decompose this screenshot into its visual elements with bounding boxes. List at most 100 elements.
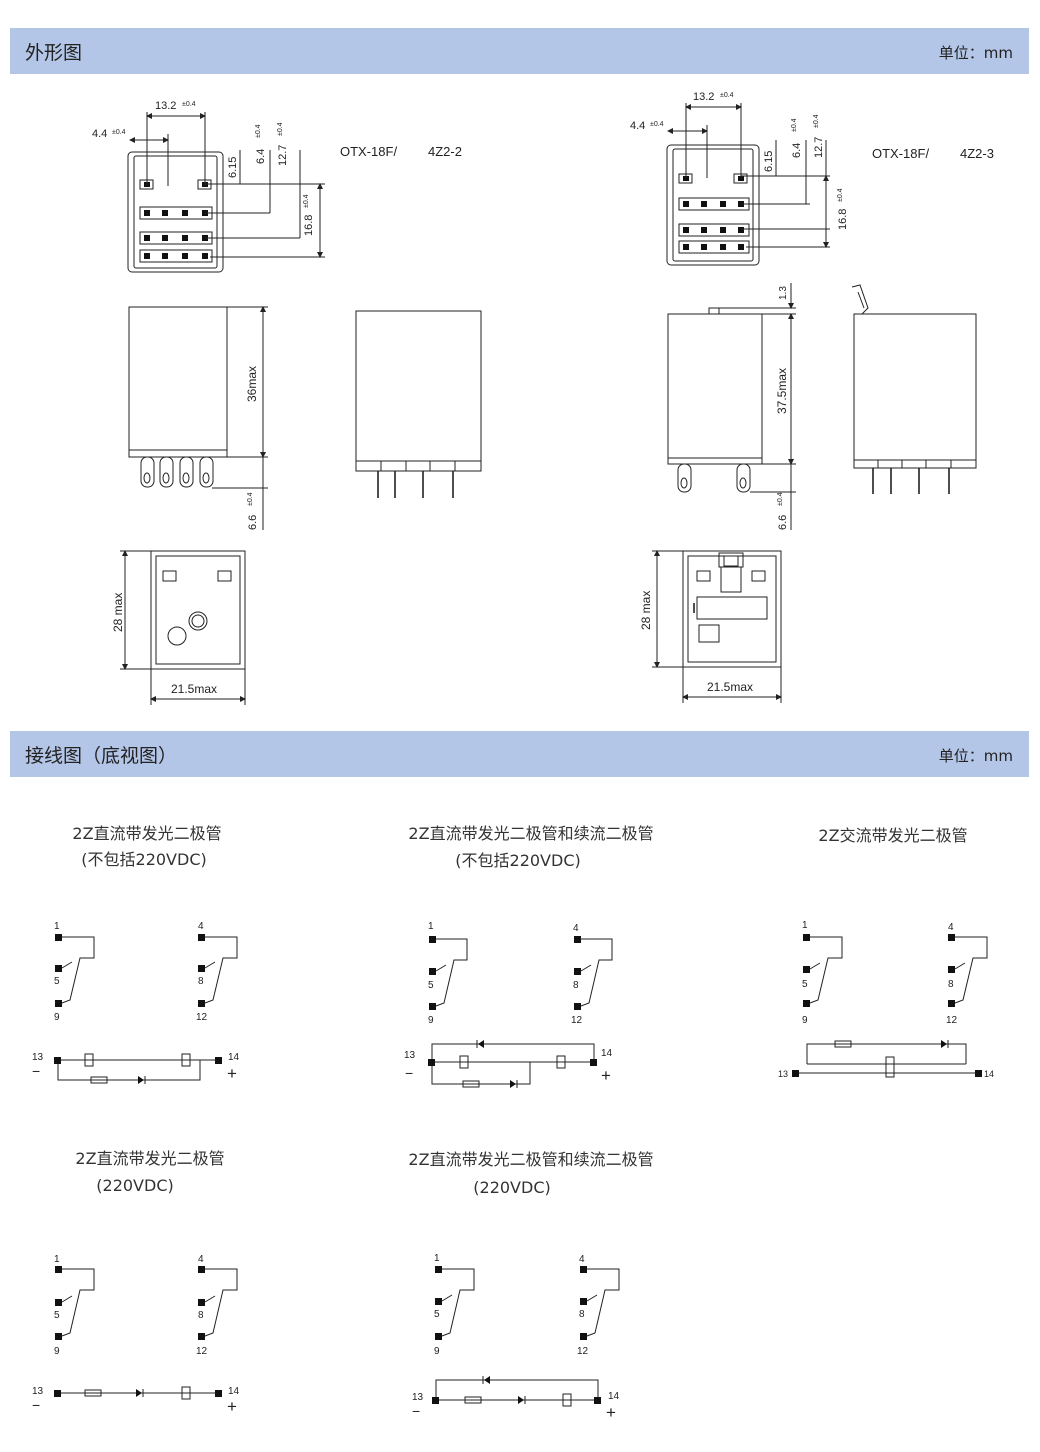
wd5-pin-12: 12 bbox=[577, 1346, 589, 1357]
wd5-pin-4: 4 bbox=[579, 1254, 585, 1265]
wd4-pin-5: 5 bbox=[54, 1310, 60, 1321]
outline-section-title: 外形图 bbox=[25, 42, 83, 64]
left-dim-6-4-tol: ±0.4 bbox=[255, 124, 262, 138]
right-model-name: OTX-18F/ bbox=[872, 146, 929, 161]
wd2-pin-1: 1 bbox=[428, 921, 434, 932]
wd4-minus: − bbox=[32, 1397, 40, 1413]
wiring-caption-4-line2: (220VDC) bbox=[96, 1176, 173, 1195]
wd5-pin-14: 14 bbox=[608, 1391, 620, 1402]
wd3-pin-14: 14 bbox=[984, 1069, 994, 1079]
wd5-minus: − bbox=[412, 1403, 420, 1419]
left-dim-6-6: 6.6 bbox=[247, 515, 259, 530]
wiring-caption-5-line1: 2Z直流带发光二极管和续流二极管 bbox=[408, 1150, 653, 1169]
wd2-pin-5: 5 bbox=[428, 980, 434, 991]
left-dim-4-4-tol: ±0.4 bbox=[112, 129, 126, 136]
wd2-pin-4: 4 bbox=[573, 923, 579, 934]
wd2-minus: − bbox=[405, 1065, 413, 1081]
wd1-plus: + bbox=[227, 1064, 237, 1083]
right-dim-13-2: 13.2 bbox=[693, 91, 714, 103]
left-side-view bbox=[355, 310, 482, 498]
wd3-pin-5: 5 bbox=[802, 979, 808, 990]
outline-unit-label: 单位：mm bbox=[938, 44, 1013, 62]
wd4-pin-14: 14 bbox=[228, 1386, 240, 1397]
wd2-pin-12: 12 bbox=[571, 1015, 583, 1026]
right-top-view bbox=[666, 103, 830, 266]
wd1-pin-5: 5 bbox=[54, 976, 60, 987]
right-dim-37-5max: 37.5max bbox=[775, 368, 789, 414]
wiring-caption-1-line2: (不包括220VDC) bbox=[81, 850, 206, 869]
left-top-view bbox=[127, 112, 325, 273]
wiring-diagram-4 bbox=[54, 1266, 238, 1400]
left-dim-4-4: 4.4 bbox=[92, 128, 107, 140]
wiring-caption-4-line1: 2Z直流带发光二极管 bbox=[75, 1149, 224, 1168]
left-dim-6-6-tol: ±0.4 bbox=[247, 492, 254, 506]
left-model-name: OTX-18F/ bbox=[340, 144, 397, 159]
wd5-pin-9: 9 bbox=[434, 1346, 440, 1357]
wiring-caption-2-line2: (不包括220VDC) bbox=[455, 851, 580, 870]
wd5-pin-13: 13 bbox=[412, 1392, 424, 1403]
wiring-diagram-1 bbox=[54, 934, 238, 1084]
wiring-caption-3-line1: 2Z交流带发光二极管 bbox=[818, 826, 967, 845]
wd1-pin-8: 8 bbox=[198, 976, 204, 987]
wd1-pin-9: 9 bbox=[54, 1012, 60, 1023]
right-dim-4-4-tol: ±0.4 bbox=[650, 121, 664, 128]
right-dim-12-7-tol: ±0.4 bbox=[813, 114, 820, 128]
wiring-section-title: 接线图（底视图） bbox=[25, 745, 178, 767]
wiring-unit-label: 单位：mm bbox=[938, 747, 1013, 765]
wd2-pin-14: 14 bbox=[601, 1048, 613, 1059]
right-dim-1-3: 1.3 bbox=[778, 286, 789, 300]
wd2-pin-8: 8 bbox=[573, 980, 579, 991]
left-bottom-view bbox=[120, 550, 246, 705]
wd2-pin-13: 13 bbox=[404, 1050, 416, 1061]
right-side-view bbox=[851, 284, 977, 494]
wiring-diagram-2 bbox=[428, 936, 613, 1088]
right-dim-4-4: 4.4 bbox=[630, 120, 645, 132]
wd3-pin-13: 13 bbox=[778, 1069, 788, 1079]
left-model-code: 4Z2-2 bbox=[428, 144, 462, 159]
wiring-header-bar: 接线图（底视图） 单位：mm bbox=[10, 731, 1029, 777]
wd5-pin-1: 1 bbox=[434, 1253, 440, 1264]
left-dim-16-8: 16.8 bbox=[303, 215, 315, 236]
wd1-pin-1: 1 bbox=[54, 921, 60, 932]
right-dim-28max: 28 max bbox=[639, 591, 653, 630]
wd4-pin-9: 9 bbox=[54, 1346, 60, 1357]
right-dim-16-8: 16.8 bbox=[837, 209, 849, 230]
wd2-plus: + bbox=[601, 1066, 611, 1085]
wd1-pin-12: 12 bbox=[196, 1012, 208, 1023]
right-dim-6-4-tol: ±0.4 bbox=[791, 118, 798, 132]
wd4-plus: + bbox=[227, 1397, 237, 1416]
wd5-plus: + bbox=[606, 1403, 616, 1422]
wd4-pin-8: 8 bbox=[198, 1310, 204, 1321]
wiring-caption-5-line2: (220VDC) bbox=[473, 1178, 550, 1197]
wd1-minus: − bbox=[32, 1063, 40, 1079]
left-dim-36max: 36max bbox=[245, 366, 259, 402]
left-dim-28max: 28 max bbox=[111, 593, 125, 632]
right-dim-13-2-tol: ±0.4 bbox=[720, 92, 734, 99]
wd5-pin-8: 8 bbox=[579, 1309, 585, 1320]
left-dim-13-2: 13.2 bbox=[155, 100, 176, 112]
wd5-pin-5: 5 bbox=[434, 1309, 440, 1320]
left-dim-21-5max: 21.5max bbox=[171, 682, 217, 696]
right-bottom-view bbox=[652, 550, 782, 703]
outline-header-bar: 外形图 单位：mm bbox=[10, 28, 1029, 74]
right-dim-6-4: 6.4 bbox=[791, 143, 803, 158]
wd3-pin-9: 9 bbox=[802, 1015, 808, 1026]
wiring-caption-2-line1: 2Z直流带发光二极管和续流二极管 bbox=[408, 824, 653, 843]
right-dim-12-7: 12.7 bbox=[813, 137, 825, 158]
wd4-pin-13: 13 bbox=[32, 1386, 44, 1397]
wiring-diagram-5 bbox=[432, 1266, 620, 1407]
right-dim-21-5max: 21.5max bbox=[707, 680, 753, 694]
wd1-pin-13: 13 bbox=[32, 1052, 44, 1063]
wd1-pin-4: 4 bbox=[198, 921, 204, 932]
left-dim-12-7-tol: ±0.4 bbox=[277, 122, 284, 136]
right-model-code: 4Z2-3 bbox=[960, 146, 994, 161]
right-dim-16-8-tol: ±0.4 bbox=[837, 188, 844, 202]
right-front-view bbox=[667, 283, 796, 530]
wd4-pin-4: 4 bbox=[198, 1254, 204, 1265]
wiring-diagram-3 bbox=[792, 934, 988, 1078]
left-front-view bbox=[128, 306, 268, 530]
wd4-pin-12: 12 bbox=[196, 1346, 208, 1357]
wd3-pin-12: 12 bbox=[946, 1015, 958, 1026]
wd3-pin-4: 4 bbox=[948, 922, 954, 933]
